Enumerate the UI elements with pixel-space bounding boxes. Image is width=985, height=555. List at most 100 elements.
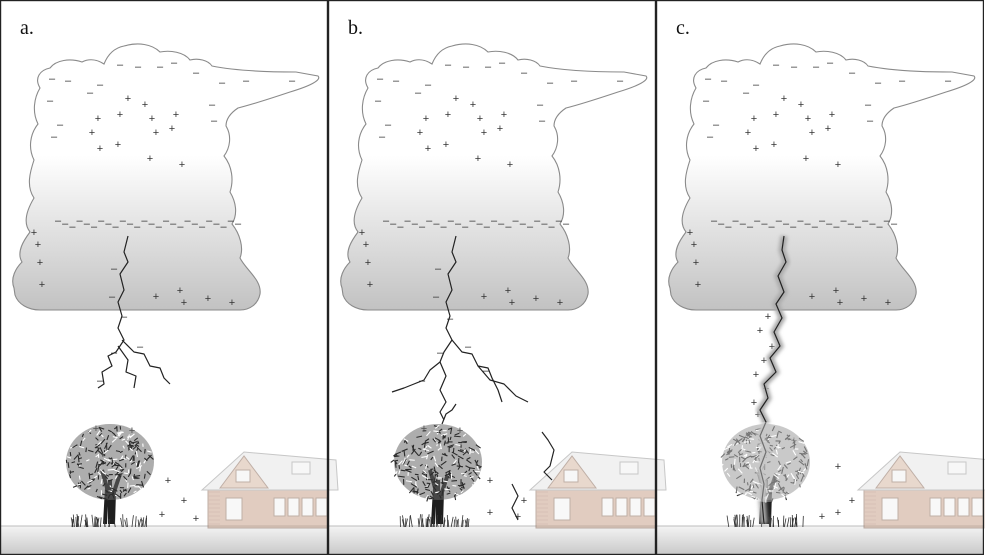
negative-charge-layer-12: – [141,215,148,227]
negative-charge-layer-25: – [235,218,242,230]
upper-negative-charge-5: – [499,57,506,69]
negative-charge-layer-14: – [484,221,491,233]
lower-positive-charge-3: + [39,279,45,291]
panel-label: a. [20,17,34,39]
leader-negative-charge-2: – [447,313,454,325]
lower-positive-charge-0: + [687,227,693,239]
upper-negative-charge-9: – [945,75,952,87]
negative-charge-layer-5: – [91,221,98,233]
leader-negative-charge-1: – [433,291,440,303]
ground-positive-charge-1: + [849,495,855,507]
negative-charge-layer-1: – [390,218,397,230]
struck-tree-highlight [720,422,812,502]
upper-negative-charge-7: – [219,77,226,89]
cloud-charges: +++++++++++++–––––––––––––––––––––––––––… [687,57,952,523]
upper-positive-charge-12: + [507,159,513,171]
upper-positive-charge-6: + [89,127,95,139]
negative-charge-layer-8: – [113,221,120,233]
negative-charge-layer-7: – [433,218,440,230]
ground [656,526,984,555]
negative-charge-layer-10: – [127,218,134,230]
upper-negative-charge-7: – [875,77,882,89]
upper-negative-charge-8: – [243,75,250,87]
negative-charge-layer-9: – [776,215,783,227]
negative-charge-layer-12: – [469,215,476,227]
upper-positive-charge-6: + [417,127,423,139]
upper-negative-charge-16: – [753,79,760,91]
upper-negative-charge-2: – [773,59,780,71]
upper-positive-charge-9: + [497,123,503,135]
negative-charge-layer-23: – [877,221,884,233]
upper-positive-charge-1: + [470,99,476,111]
negative-charge-layer-17: – [833,221,840,233]
negative-charge-layer-3: – [733,215,740,227]
upper-negative-charge-3: – [463,61,470,73]
negative-charge-layer-4: – [84,218,91,230]
negative-charge-layer-5: – [419,221,426,233]
ground-positive-charge-2: + [487,475,493,487]
tree-icon [720,424,810,528]
stepped-leader-branch [121,339,171,385]
negative-charge-layer-20: – [199,221,206,233]
ground-positive-charge-5: + [487,507,493,519]
cloud-charges: +++++++++++++–––––––––––––––––––––––––––… [31,57,296,525]
negative-charge-layer-22: – [541,218,548,230]
branch-leader-left [391,235,457,393]
upper-positive-charge-5: + [173,109,179,121]
upper-negative-charge-14: – [211,115,218,127]
tree-icon [390,424,485,528]
negative-charge-layer-0: – [711,215,718,227]
upper-positive-charge-5: + [501,109,507,121]
house-icon [528,451,667,529]
upper-negative-charge-2: – [445,59,452,71]
upper-negative-charge-11: – [713,119,720,131]
upper-negative-charge-12: – [379,131,386,143]
negative-charge-layer-24: – [556,215,563,227]
upper-negative-charge-15: – [743,87,750,99]
lightning-bolt-icon [755,235,790,525]
upper-negative-charge-9: – [617,75,624,87]
negative-charge-layer-18: – [513,215,520,227]
negative-charge-layer-13: – [805,218,812,230]
house-icon [856,451,985,529]
upper-negative-charge-1: – [721,75,728,87]
upper-positive-charge-11: + [475,153,481,165]
upper-positive-charge-12: + [835,159,841,171]
upper-negative-charge-13: – [209,99,216,111]
negative-charge-layer-11: – [134,221,141,233]
ground-positive-charge-5: + [159,509,165,521]
upper-negative-charge-1: – [393,75,400,87]
panel-label: b. [348,17,363,39]
lower-positive-charge-0: + [359,227,365,239]
negative-charge-layer-17: – [177,221,184,233]
negative-charge-layer-2: – [69,221,76,233]
ground-positive-charge-3: + [819,511,825,523]
negative-charge-layer-3: – [77,215,84,227]
negative-charge-layer-18: – [185,215,192,227]
upper-positive-charge-4: + [477,113,483,125]
upper-positive-charge-10: + [425,143,431,155]
negative-charge-layer-1: – [718,218,725,230]
lightning-bolt-icon [391,235,555,521]
upper-positive-charge-3: + [773,109,779,121]
negative-charge-layer-21: – [206,215,213,227]
upper-negative-charge-14: – [539,115,546,127]
lower-positive-charge-1: + [691,239,697,251]
upper-positive-charge-9: + [169,123,175,135]
lower-positive-charge-4: + [153,291,159,303]
negative-charge-layer-23: – [221,221,228,233]
cloud-icon [340,43,648,311]
negative-charge-layer-6: – [98,215,105,227]
upper-negative-charge-8: – [571,75,578,87]
negative-charge-layer-7: – [761,218,768,230]
negative-charge-layer-22: – [213,218,220,230]
stroke-positive-charge-7: + [755,409,761,421]
negative-charge-layer-25: – [563,218,570,230]
tree-icon [65,424,154,528]
ground-positive-charge-2: + [165,475,171,487]
lower-positive-charge-8: + [885,297,891,309]
negative-charge-layer-24: – [228,215,235,227]
negative-charge-layer-19: – [520,218,527,230]
negative-charge-layer-7: – [105,218,112,230]
negative-charge-layer-9: – [448,215,455,227]
